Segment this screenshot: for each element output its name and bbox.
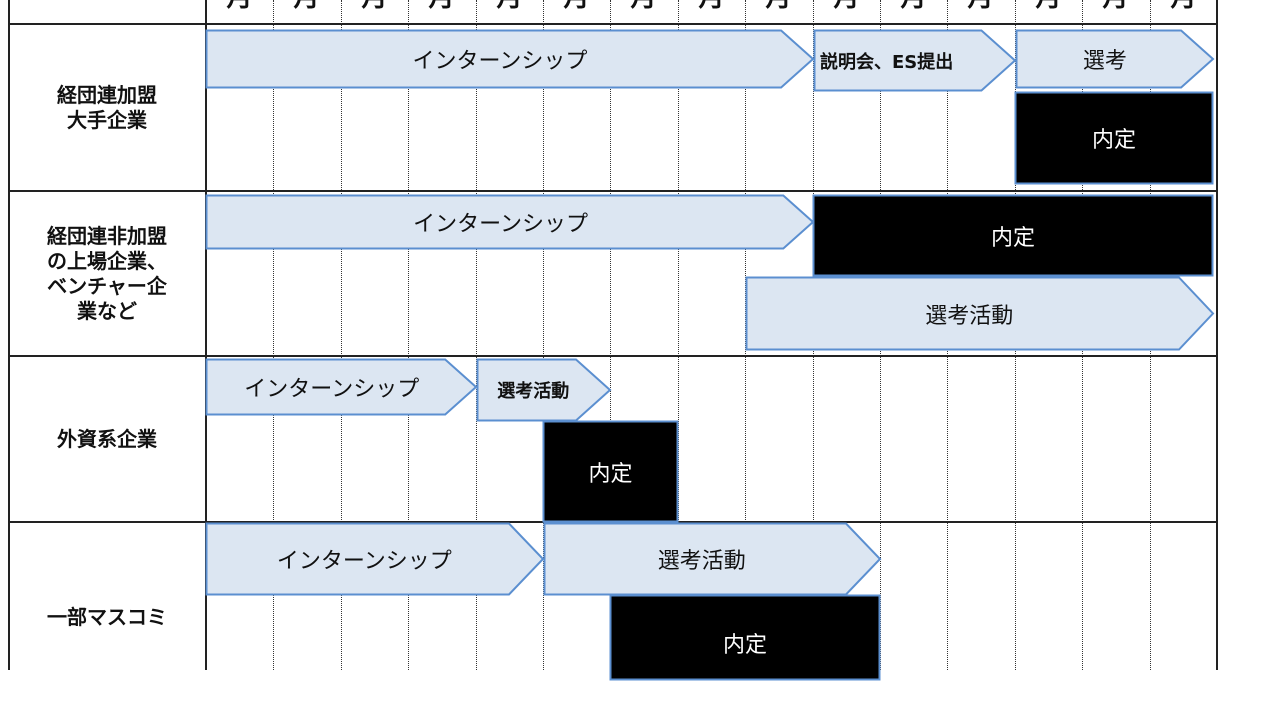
row-label: 外資系企業: [57, 426, 157, 451]
phase-label: インターンシップ: [244, 377, 420, 402]
phase-arrow: 選考活動: [476, 358, 612, 422]
phase-label: 選考活動: [497, 381, 570, 402]
chevron-arrow-shape: [205, 522, 545, 596]
chevron-arrow-shape: [745, 276, 1215, 351]
chevron-arrow-shape: [1015, 29, 1215, 89]
phase-label: 内定: [990, 225, 1035, 251]
chevron-arrow-shape: [476, 358, 612, 422]
phase-arrow: 説明会、ES提出: [813, 29, 1017, 92]
month-header: 月: [543, 0, 610, 10]
month-gridline: [408, 0, 409, 670]
row-label: 経団連非加盟 の上場企業、 ベンチャー企 業など: [47, 223, 167, 323]
month-gridline: [543, 0, 544, 670]
month-gridline: [273, 0, 274, 670]
month-header: 月: [1082, 0, 1149, 10]
phase-arrow: 選考活動: [543, 522, 882, 596]
month-header: 月: [341, 0, 408, 10]
phase-arrow: インターンシップ: [205, 358, 478, 416]
phase-arrow: インターンシップ: [205, 522, 545, 596]
phase-label: 説明会、ES提出: [820, 51, 954, 73]
phase-label: インターンシップ: [412, 49, 588, 74]
phase-label: 内定: [722, 632, 767, 658]
arrow-polygon: [813, 29, 1017, 92]
month-header: 月: [745, 0, 812, 10]
phase-label: 内定: [1091, 128, 1136, 153]
month-header: 月: [206, 0, 273, 10]
box-shape: [812, 194, 1214, 277]
chevron-arrow-shape: [205, 194, 815, 250]
box-polygon: [1014, 91, 1214, 185]
arrow-polygon: [205, 194, 815, 250]
row-label: 一部マスコミ: [47, 604, 167, 629]
chevron-arrow-shape: [205, 29, 815, 89]
row-divider: [8, 23, 1218, 25]
month-header: 月: [408, 0, 475, 10]
chevron-arrow-shape: [813, 29, 1017, 92]
month-gridline: [476, 0, 477, 670]
month-gridline: [678, 0, 679, 670]
right-border: [1216, 0, 1218, 670]
month-header: 月: [1015, 0, 1082, 10]
phase-arrow: 選考活動: [745, 276, 1215, 351]
phase-label: インターンシップ: [413, 212, 589, 237]
chevron-arrow-shape: [543, 522, 882, 596]
phase-label: インターンシップ: [276, 549, 452, 574]
month-header: 月: [610, 0, 677, 10]
month-gridline: [341, 0, 342, 670]
month-header: 月: [947, 0, 1014, 10]
arrow-polygon: [205, 29, 815, 89]
month-header: 月: [678, 0, 745, 10]
arrow-polygon: [543, 522, 882, 596]
naitei-box: 内定: [542, 420, 679, 523]
arrow-polygon: [1015, 29, 1215, 89]
month-header: 月: [273, 0, 340, 10]
arrow-polygon: [476, 358, 612, 422]
box-shape: [542, 420, 679, 523]
phase-arrow: インターンシップ: [205, 29, 815, 89]
phase-arrow: 選考: [1015, 29, 1215, 89]
recruitment-schedule-diagram: 月月月月月月月月月月月月月月月経団連加盟 大手企業インターンシップ説明会、ES提…: [8, 0, 1218, 681]
phase-label: 選考: [1082, 49, 1127, 74]
month-header: 月: [813, 0, 880, 10]
row-label: 経団連加盟 大手企業: [57, 82, 157, 132]
label-column-border: [205, 0, 207, 670]
naitei-box: 内定: [609, 594, 881, 681]
left-border: [8, 0, 10, 670]
month-gridline: [610, 0, 611, 670]
box-polygon: [542, 420, 679, 523]
phase-label: 選考活動: [925, 303, 1014, 329]
arrow-polygon: [205, 522, 545, 596]
phase-label: 内定: [588, 461, 633, 487]
phase-label: 選考活動: [657, 549, 746, 574]
naitei-box: 内定: [1014, 91, 1214, 185]
box-polygon: [812, 194, 1214, 277]
month-header: 月: [880, 0, 947, 10]
phase-arrow: インターンシップ: [205, 194, 815, 250]
month-header: 月: [1150, 0, 1217, 10]
month-header: 月: [476, 0, 543, 10]
arrow-polygon: [745, 276, 1215, 351]
row-divider: [8, 355, 1218, 357]
chevron-arrow-shape: [205, 358, 478, 416]
naitei-box: 内定: [812, 194, 1214, 277]
row-divider: [8, 190, 1218, 192]
arrow-polygon: [205, 358, 478, 416]
box-shape: [1014, 91, 1214, 185]
